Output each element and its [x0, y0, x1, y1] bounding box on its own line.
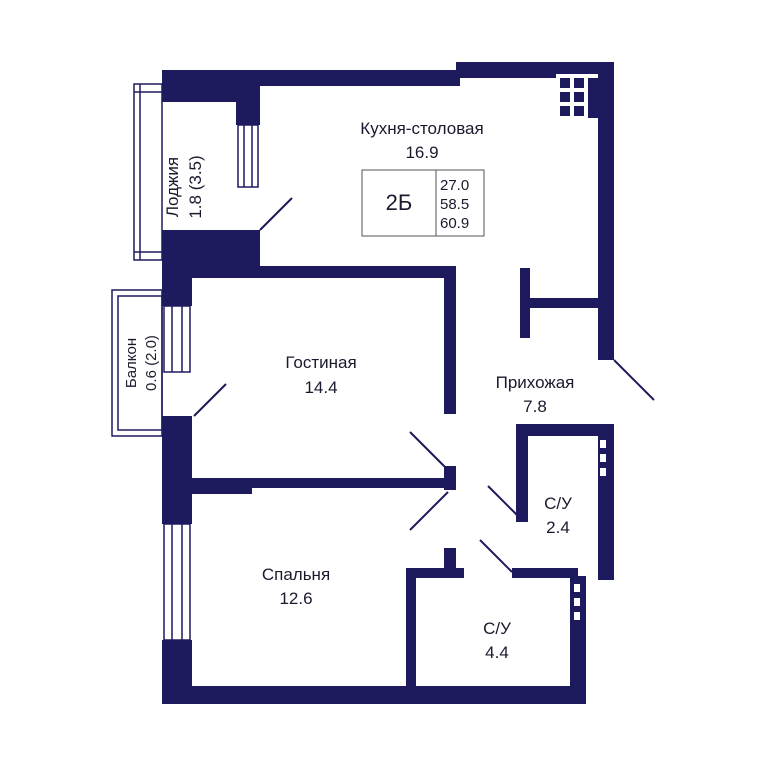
loggia-outline — [133, 83, 163, 261]
vent-cell — [560, 92, 570, 102]
balcony-frame — [111, 289, 163, 437]
window-kitchen — [237, 124, 259, 188]
loggia-name: Лоджия — [163, 157, 182, 217]
apartment-badge: 2Б 27.0 58.5 60.9 — [361, 169, 485, 237]
bath1-name: С/У — [544, 494, 572, 513]
wall-living-right — [444, 266, 456, 414]
walls — [162, 62, 614, 704]
wall-living-bedroom — [182, 478, 448, 488]
vent-cell — [574, 78, 584, 88]
apartment-type: 2Б — [386, 190, 413, 215]
wall-bath2-jamb — [444, 548, 456, 578]
wall-right-bath2 — [570, 576, 586, 704]
wall-top-pillar — [236, 70, 260, 125]
door-living — [409, 431, 449, 471]
window-living — [163, 305, 191, 373]
vent-cell — [574, 92, 584, 102]
area-living: 27.0 — [440, 177, 469, 194]
balcony-name: Балкон — [123, 338, 140, 388]
bath2-area: 4.4 — [485, 643, 509, 662]
wall-bath1-left — [516, 424, 528, 522]
door-entrance — [613, 359, 655, 401]
door-bedroom — [409, 491, 449, 531]
living-name: Гостиная — [285, 353, 356, 372]
door-balcony — [193, 383, 227, 417]
vent-cell — [588, 78, 598, 118]
hallway-name: Прихожая — [496, 373, 575, 392]
wall-door-jamb — [444, 466, 456, 490]
bedroom-name: Спальня — [262, 565, 330, 584]
door-loggia — [259, 197, 293, 231]
vent-cell — [560, 78, 570, 88]
doors — [193, 197, 655, 573]
wall-kitchen-living — [182, 266, 456, 278]
bath2-name: С/У — [483, 619, 511, 638]
wall-right-bath1 — [598, 424, 614, 580]
vent-cell — [574, 106, 584, 116]
door-bath2 — [479, 539, 513, 573]
wall-left-lower — [162, 416, 192, 524]
wall-top — [260, 70, 460, 86]
door-bath1 — [487, 485, 519, 517]
bedroom-area: 12.6 — [279, 589, 312, 608]
bath1-area: 2.4 — [546, 518, 570, 537]
wall-right-upper — [598, 62, 614, 360]
area-total: 58.5 — [440, 196, 469, 213]
loggia-frame — [133, 83, 163, 261]
living-area: 14.4 — [304, 378, 337, 397]
wall-bath1-bottom — [512, 568, 578, 578]
area-total-with-balcony: 60.9 — [440, 215, 469, 232]
wall-loggia-top — [162, 70, 182, 102]
wall-bath2-left — [406, 568, 416, 688]
vent-small — [574, 440, 606, 620]
wall-closet-horizontal — [520, 298, 600, 308]
hallway-area: 7.8 — [523, 397, 547, 416]
wall-bath2-top — [406, 568, 464, 578]
wall-pillar-mid — [228, 230, 260, 270]
room-labels: Кухня-столовая 16.9 Лоджия 1.8 (3.5) Бал… — [123, 119, 574, 662]
badge-box — [361, 169, 485, 237]
balcony-area: 0.6 (2.0) — [143, 335, 160, 391]
windows — [163, 124, 259, 641]
kitchen-name: Кухня-столовая — [360, 119, 483, 138]
vent-cell — [560, 106, 570, 116]
window-bedroom — [163, 523, 191, 641]
wall-bath1-top — [516, 424, 614, 436]
wall-bottom — [162, 686, 586, 704]
loggia-area: 1.8 (3.5) — [186, 155, 205, 218]
kitchen-area: 16.9 — [405, 143, 438, 162]
